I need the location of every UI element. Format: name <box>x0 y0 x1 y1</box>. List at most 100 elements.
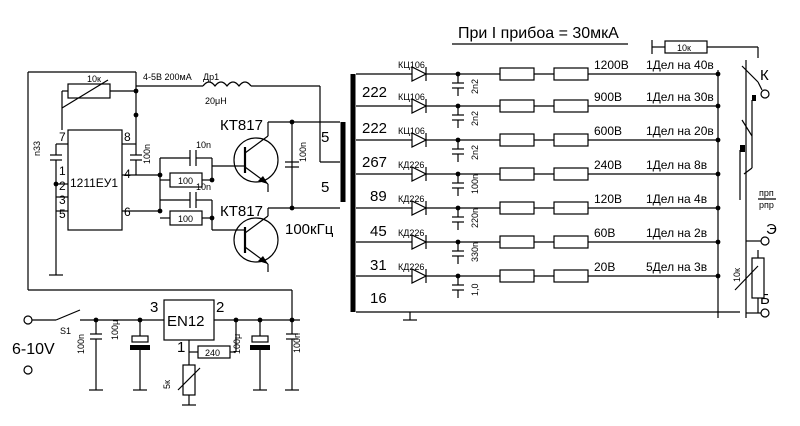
terminal-base[interactable]: Б <box>746 291 770 318</box>
row-scale-4: 1Дел на 8в <box>646 158 707 172</box>
transistor-q1: КТ817 <box>220 117 292 192</box>
ic-name: 1211ЕУ1 <box>70 176 118 190</box>
secondary-turns-3: 267 <box>362 154 387 171</box>
ic-pin-3: 3 <box>59 193 66 207</box>
ic-cap-right-label: 100n <box>142 144 152 164</box>
primary-turns-1: 5 <box>321 129 329 146</box>
row-res-b-5 <box>553 201 589 215</box>
supply-note: 4-5В 200мА <box>143 72 192 82</box>
row-res-a-2 <box>499 99 535 113</box>
type-npn-label: прп <box>759 188 774 198</box>
diode-6 <box>411 234 428 250</box>
primary-turns-2: 5 <box>321 179 329 196</box>
regulator-pin-in: 3 <box>150 299 158 316</box>
row-scale-1: 1Дел на 40в <box>646 58 714 72</box>
diode-2 <box>411 98 428 114</box>
secondary-turns-1: 222 <box>362 84 387 101</box>
psu-cap-out1-label: 100μ <box>232 334 242 354</box>
psu-cap-out2-label: 100n <box>292 333 302 353</box>
row-voltage-2: 900В <box>594 90 622 104</box>
type-pnp-label: рпр <box>759 200 774 210</box>
regulator-pin-adj: 1 <box>177 339 185 356</box>
secondary-turns-4: 89 <box>370 188 387 205</box>
ic-pin-1: 1 <box>59 164 66 178</box>
ic-trim-resistor: 10к <box>61 74 139 144</box>
cap-label-3: 2n2 <box>470 145 480 160</box>
row-voltage-6: 60В <box>594 226 615 240</box>
transistor-q2: КТ817 <box>220 203 292 272</box>
input-terminal-pos[interactable] <box>23 315 33 325</box>
ic-pin-5: 5 <box>59 207 66 221</box>
driver-cap-top-label: 10n <box>196 140 211 150</box>
terminal-base-label: Б <box>760 291 770 308</box>
transistor-q1-label: КТ817 <box>220 117 263 134</box>
row-voltage-7: 20В <box>594 260 615 274</box>
row-bus-dot-1 <box>715 71 721 77</box>
diode-label-7: КД226 <box>398 262 424 272</box>
terminal-emitter-label: Э <box>766 221 777 238</box>
switch-label: S1 <box>60 326 71 336</box>
cap-label-7: 1,0 <box>470 283 480 296</box>
secondary-turns-5: 45 <box>370 223 387 240</box>
base-potentiometer: 10к <box>732 250 765 313</box>
row-bus-dot-2 <box>715 103 721 109</box>
psu-pot-label: 5к <box>162 380 172 389</box>
ic-pin-2: 2 <box>59 179 66 193</box>
row-scale-3: 1Дел на 20в <box>646 124 714 138</box>
frequency-label: 100кГц <box>285 221 334 238</box>
choke-value: 20μH <box>205 96 227 106</box>
diode-5 <box>411 200 428 216</box>
row-bus-dot-4 <box>715 171 721 177</box>
row-res-b-7 <box>553 269 589 283</box>
top-resistor-label: 10к <box>677 43 691 53</box>
power-switch[interactable] <box>55 309 81 321</box>
diode-label-4: КД226 <box>398 160 424 170</box>
diode-7 <box>411 268 428 284</box>
regulator-pin-out: 2 <box>216 299 224 316</box>
ic-pin-4: 4 <box>124 167 131 181</box>
row-bus-dot-6 <box>715 239 721 245</box>
row-scale-7: 5Дел на 3в <box>646 260 707 274</box>
ic-pin-8: 8 <box>124 130 131 144</box>
regulator-name: EN12 <box>167 313 205 330</box>
terminal-collector[interactable]: К <box>757 67 770 99</box>
row-res-b-3 <box>553 133 589 147</box>
row-voltage-1: 1200В <box>594 58 629 72</box>
power-supply: S1 6-10V 100n 100μ EN12 3 2 1 240 5к <box>12 299 302 406</box>
diode-3 <box>411 132 428 148</box>
diode-label-3: КЦ106 <box>398 126 425 136</box>
terminal-emitter[interactable]: Э <box>746 221 777 246</box>
cap-label-4: 100n <box>470 174 480 194</box>
driver-network: 100 100 10n 10n <box>122 140 238 231</box>
row-bus-dot-7 <box>715 273 721 279</box>
choke-name: Др1 <box>203 72 219 82</box>
driver-cap-bot-label: 10n <box>196 182 211 192</box>
ic-pin-7: 7 <box>59 130 66 144</box>
row-bus-dot-5 <box>715 205 721 211</box>
diode-label-2: КЦ106 <box>398 92 425 102</box>
row-res-a-6 <box>499 235 535 249</box>
driver-res-top-label: 100 <box>178 176 193 186</box>
row-res-b-4 <box>553 167 589 181</box>
row-bus-dot-3 <box>715 137 721 143</box>
secondary-turns-2: 222 <box>362 120 387 137</box>
ic-cap-left-label: n33 <box>32 141 42 156</box>
ic-pin-6: 6 <box>124 205 131 219</box>
psu-cap-in1-label: 100n <box>76 334 86 354</box>
psu-cap-in2-label: 100μ <box>110 320 120 340</box>
input-voltage: 6-10V <box>12 341 55 358</box>
driver-res-bot-label: 100 <box>178 214 193 224</box>
psu-res-label: 240 <box>205 348 220 358</box>
cap-label-1: 2n2 <box>470 79 480 94</box>
row-res-a-4 <box>499 167 535 181</box>
row-res-a-3 <box>499 133 535 147</box>
input-terminal-neg[interactable] <box>23 365 33 375</box>
secondary-taps <box>356 73 740 321</box>
cap-label-2: 2n2 <box>470 111 480 126</box>
row-scale-5: 1Дел на 4в <box>646 192 707 206</box>
row-voltage-5: 120В <box>594 192 622 206</box>
transformer: 5 5 100кГц 100n <box>285 74 356 312</box>
cap-label-6: 330n <box>470 242 480 262</box>
diode-label-5: КД226 <box>398 194 424 204</box>
